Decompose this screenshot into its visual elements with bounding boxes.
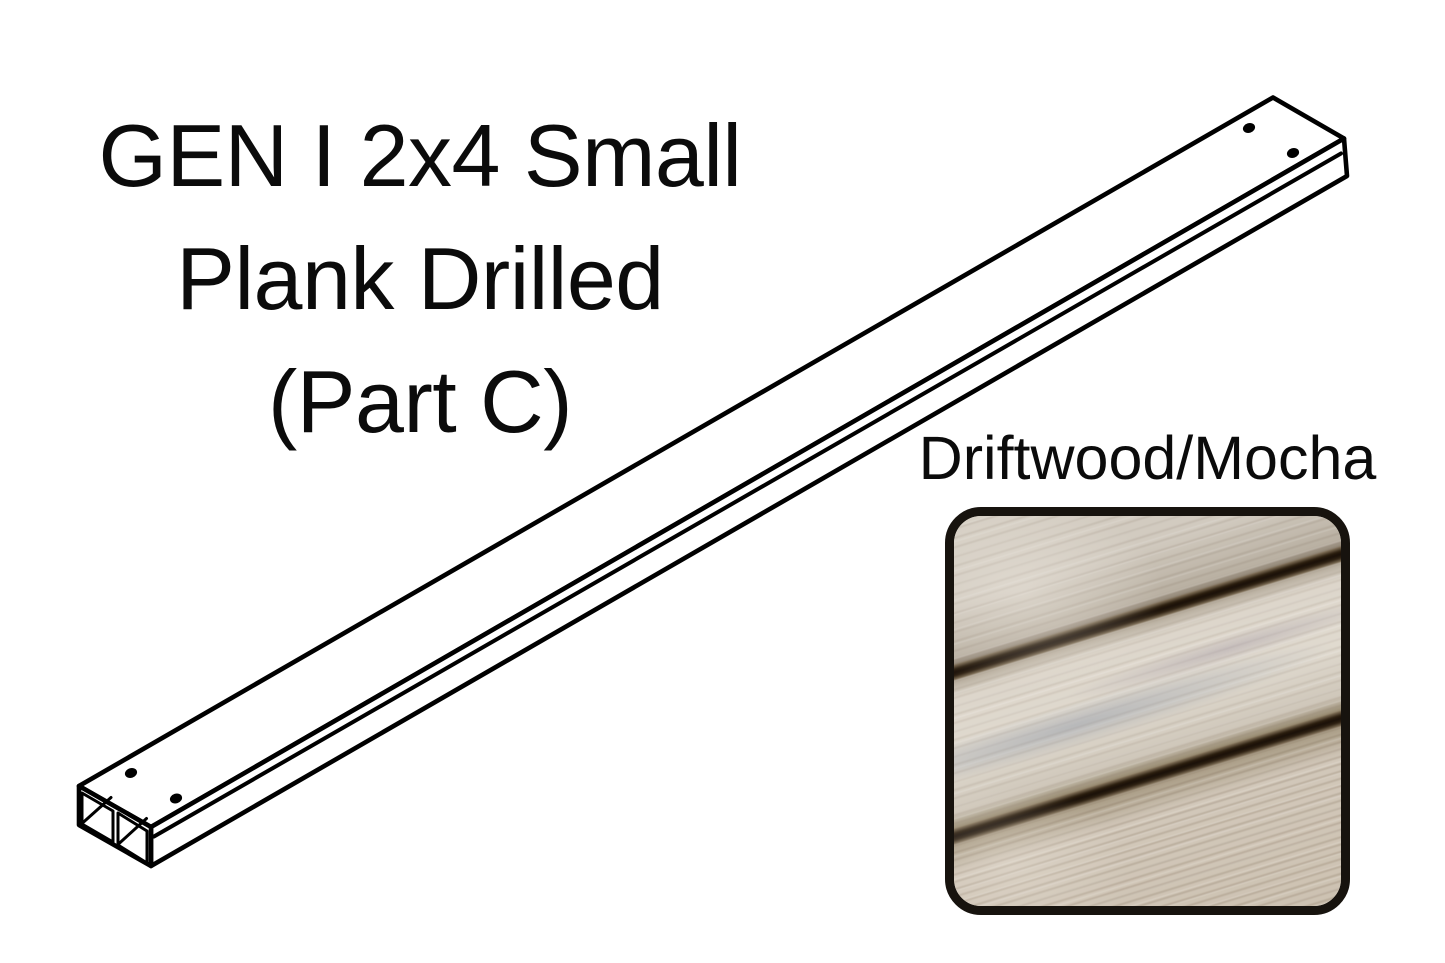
- product-title: GEN I 2x4 Small Plank Drilled (Part C): [70, 94, 770, 463]
- plank-groove-line: [152, 151, 1343, 839]
- drill-hole-1: [124, 768, 138, 778]
- color-swatch: [945, 507, 1350, 915]
- drill-hole-4: [1286, 148, 1300, 158]
- product-title-line-2: Plank Drilled: [176, 229, 664, 328]
- hollow-cell-right-diagonal: [117, 817, 148, 846]
- decking-photo: [954, 516, 1341, 906]
- hollow-cell-left-diagonal: [81, 796, 113, 825]
- product-title-line-1: GEN I 2x4 Small: [98, 106, 742, 205]
- drill-hole-3: [1242, 123, 1256, 133]
- color-name-label: Driftwood/Mocha: [918, 424, 1377, 492]
- product-title-line-3: (Part C): [268, 352, 573, 451]
- drill-hole-2: [169, 793, 183, 804]
